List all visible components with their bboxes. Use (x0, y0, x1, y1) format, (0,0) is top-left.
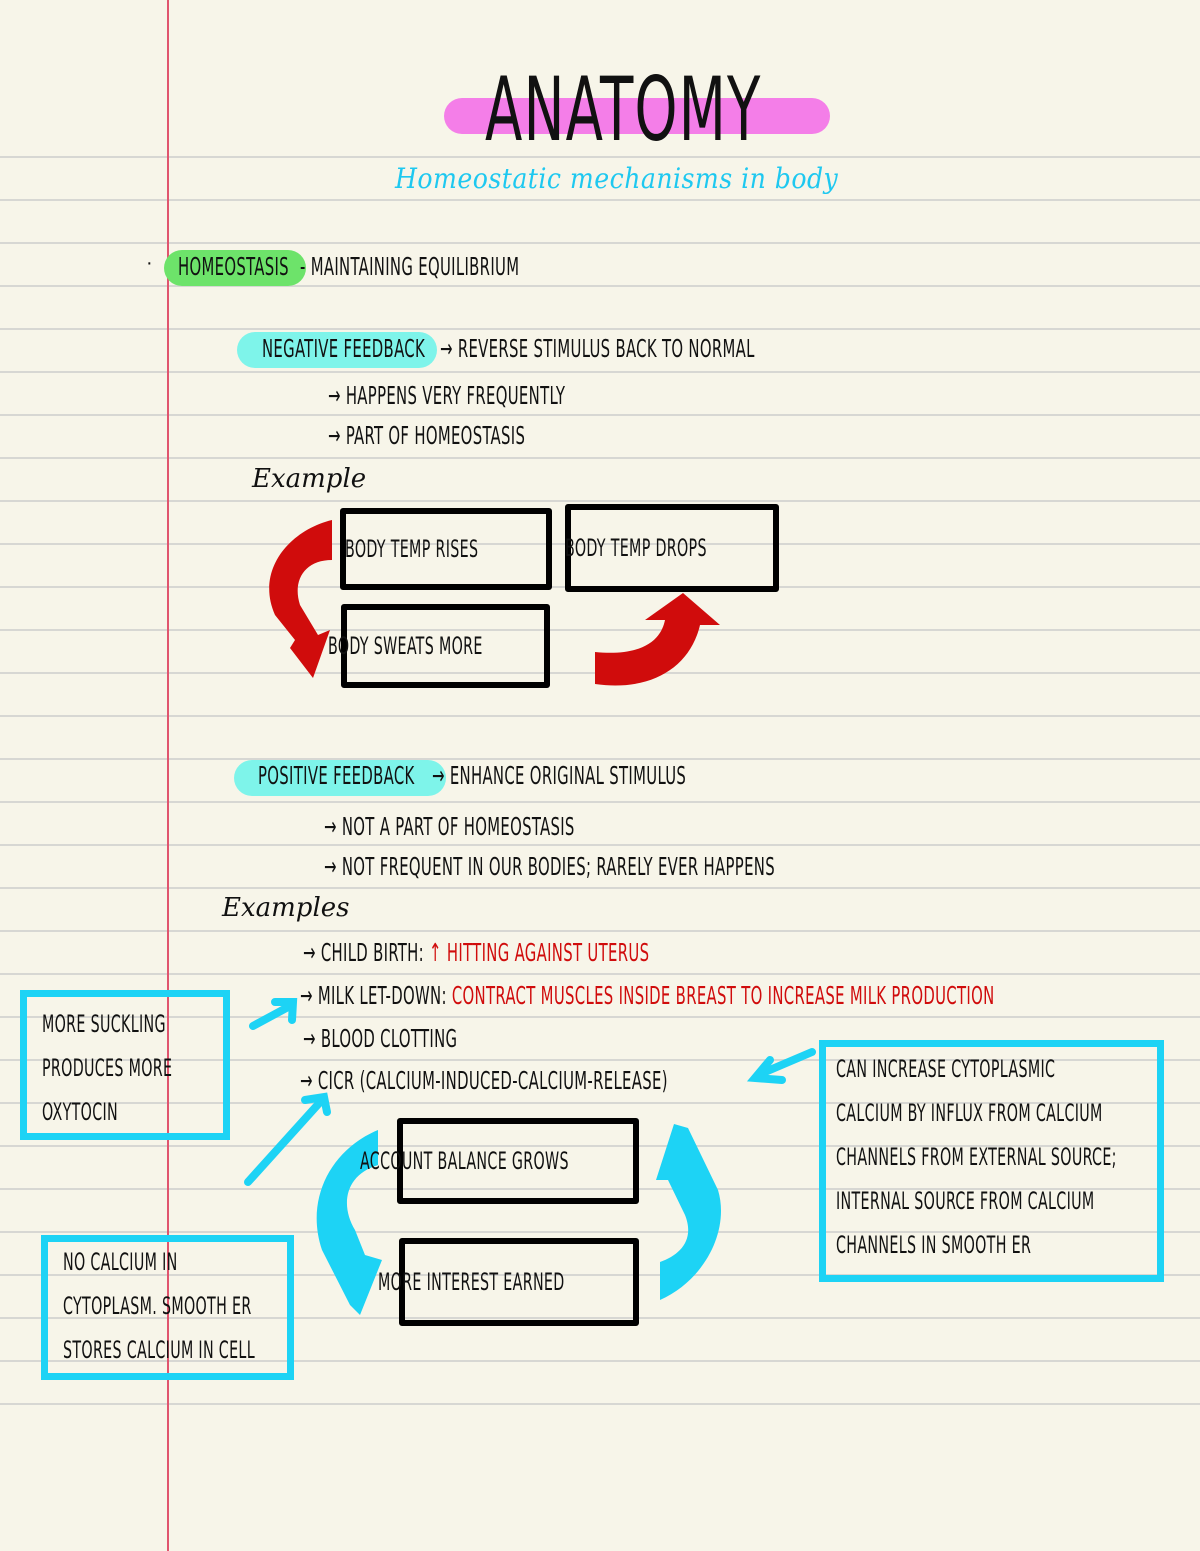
callout-line: INTERNAL SOURCE FROM CALCIUM (836, 1187, 1095, 1215)
examples-label: Examples (222, 893, 350, 923)
negative-feedback-highlight (237, 332, 437, 368)
callout-line: CHANNELS IN SMOOTH ER (836, 1231, 1032, 1259)
callout-no-calcium: NO CALCIUM IN CYTOPLASM. SMOOTH ER STORE… (41, 1235, 294, 1380)
callout-suckling: MORE SUCKLING PRODUCES MORE OXYTOCIN (20, 990, 230, 1140)
box-account-balance-grows: ACCOUNT BALANCE GROWS (360, 1118, 639, 1204)
negative-point-1: → HAPPENS VERY FREQUENTLY (328, 381, 566, 410)
box-body-sweats-more: BODY SWEATS MORE (328, 604, 550, 688)
title-highlight (444, 98, 830, 134)
example-cicr: → CICR (CALCIUM-INDUCED-CALCIUM-RELEASE) (300, 1066, 668, 1095)
negative-feedback-definition: → REVERSE STIMULUS BACK TO NORMAL (440, 334, 755, 363)
example-label: Example (252, 464, 367, 494)
callout-line: CHANNELS FROM EXTERNAL SOURCE; (836, 1143, 1117, 1171)
blue-arrow-suckling-icon (249, 998, 298, 1030)
blue-curved-arrow-up-icon (656, 1124, 721, 1300)
box-label: BODY SWEATS MORE (328, 632, 484, 660)
homeostasis-highlight (164, 250, 306, 286)
negative-feedback-term: NEGATIVE FEEDBACK (262, 334, 426, 363)
callout-line: STORES CALCIUM IN CELL (63, 1336, 255, 1364)
callout-line: MORE SUCKLING (42, 1010, 166, 1038)
example-detail: ↑ HITTING AGAINST UTERUS (429, 938, 650, 967)
box-more-interest-earned: MORE INTEREST EARNED (378, 1238, 639, 1326)
positive-point-2: → NOT FREQUENT IN OUR BODIES; RARELY EVE… (324, 852, 775, 881)
positive-feedback-term: POSITIVE FEEDBACK (258, 761, 415, 790)
box-body-temp-drops: BODY TEMP DROPS (565, 504, 779, 592)
callout-line: NO CALCIUM IN (63, 1248, 178, 1276)
margin-line (167, 0, 169, 1551)
example-label: → CHILD BIRTH: (303, 938, 425, 967)
example-blood-clotting: → BLOOD CLOTTING (303, 1024, 458, 1053)
bullet: · (146, 252, 153, 274)
blue-curved-arrow-down-icon (316, 1130, 382, 1315)
negative-point-2: → PART OF HOMEOSTASIS (328, 421, 526, 450)
callout-line: PRODUCES MORE (42, 1054, 173, 1082)
homeostasis-definition: - MAINTAINING EQUILIBRIUM (300, 252, 520, 281)
callout-line: CYTOPLASM. SMOOTH ER (63, 1292, 252, 1320)
box-label: MORE INTEREST EARNED (377, 1268, 565, 1296)
example-child-birth: → CHILD BIRTH: ↑ HITTING AGAINST UTERUS (303, 938, 649, 968)
box-label: BODY TEMP RISES (345, 535, 479, 563)
callout-cicr-increase: CAN INCREASE CYTOPLASMIC CALCIUM BY INFL… (819, 1040, 1164, 1282)
blue-arrow-cicr-icon (746, 1048, 816, 1084)
box-body-temp-rises: BODY TEMP RISES (340, 508, 552, 590)
positive-feedback-definition: → ENHANCE ORIGINAL STIMULUS (432, 761, 687, 790)
positive-point-1: → NOT A PART OF HOMEOSTASIS (324, 812, 575, 841)
example-milk-let-down: → MILK LET-DOWN: CONTRACT MUSCLES INSIDE… (300, 981, 995, 1011)
callout-line: CAN INCREASE CYTOPLASMIC (836, 1055, 1056, 1083)
example-label: → MILK LET-DOWN: (300, 981, 447, 1010)
red-curved-arrow-down-icon (269, 520, 332, 678)
box-label: BODY TEMP DROPS (564, 534, 707, 562)
box-label: ACCOUNT BALANCE GROWS (359, 1147, 569, 1175)
page-title: ANATOMY (485, 58, 762, 161)
blue-arrow-no-calcium-icon (244, 1092, 331, 1186)
callout-line: OXYTOCIN (42, 1098, 119, 1126)
red-curved-arrow-up-icon (595, 593, 720, 686)
callout-line: CALCIUM BY INFLUX FROM CALCIUM (836, 1099, 1103, 1127)
positive-feedback-highlight (234, 760, 446, 796)
example-detail: CONTRACT MUSCLES INSIDE BREAST TO INCREA… (451, 981, 995, 1010)
page-subtitle: Homeostatic mechanisms in body (395, 162, 839, 195)
homeostasis-term: HOMEOSTASIS (178, 252, 289, 281)
